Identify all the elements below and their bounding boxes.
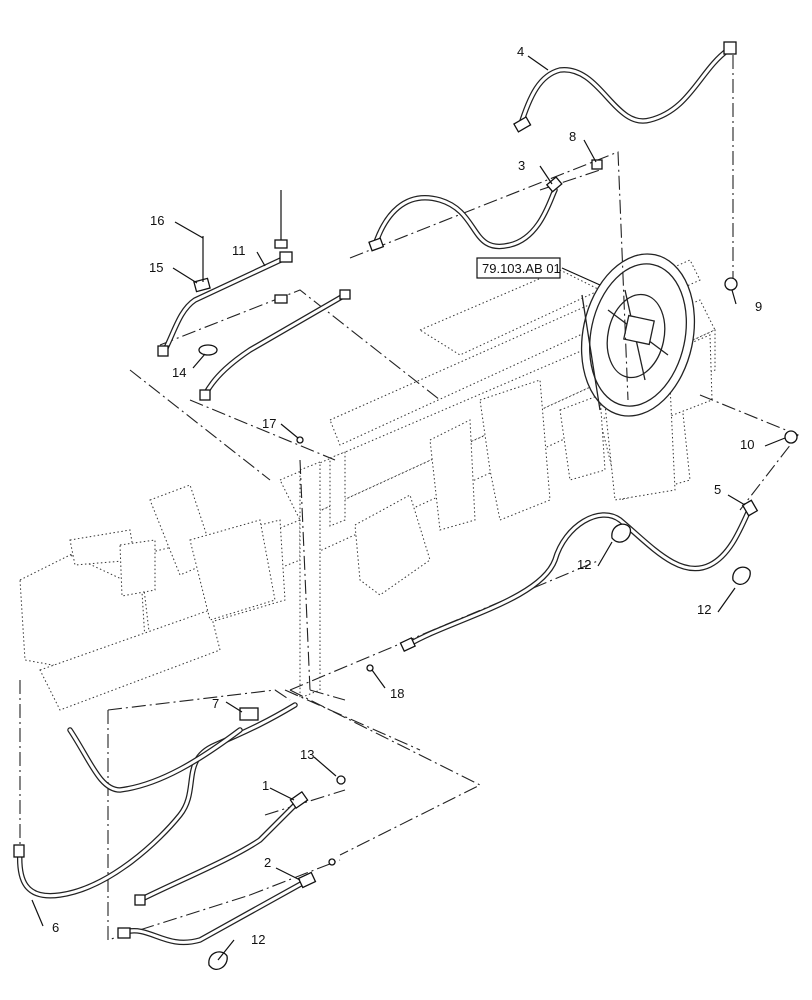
hose-reel <box>580 253 696 417</box>
callout-15: 15 <box>149 260 163 275</box>
clamp-12c <box>208 951 228 970</box>
callout-14: 14 <box>172 365 186 380</box>
callout-12-b: 12 <box>697 602 711 617</box>
callout-5: 5 <box>714 482 721 497</box>
callout-13: 13 <box>300 747 314 762</box>
callout-1: 1 <box>262 778 269 793</box>
fittings <box>13 41 798 970</box>
callout-12-a: 12 <box>577 557 591 572</box>
callout-2: 2 <box>264 855 271 870</box>
hose-2 <box>122 877 311 946</box>
callout-11: 11 <box>232 243 246 258</box>
callout-9: 9 <box>755 299 762 314</box>
callout-6: 6 <box>52 920 59 935</box>
hose-6 <box>16 702 298 899</box>
callout-12-c: 12 <box>251 932 265 947</box>
leader-lines <box>31 55 786 961</box>
callout-labels: 4 8 3 9 10 5 12 12 12 16 15 11 14 17 18 … <box>52 44 762 947</box>
callout-10: 10 <box>740 437 754 452</box>
callout-7: 7 <box>212 696 219 711</box>
callout-8: 8 <box>569 129 576 144</box>
reference-label: 79.103.AB 01 <box>482 261 561 276</box>
clamp-12b <box>732 566 751 585</box>
callout-17: 17 <box>262 416 276 431</box>
hose-upper-mid <box>202 292 348 398</box>
hose-5 <box>405 505 753 648</box>
callout-4: 4 <box>517 44 524 59</box>
callout-16: 16 <box>150 213 164 228</box>
reference-box: 79.103.AB 01 <box>476 257 561 279</box>
callout-3: 3 <box>518 158 525 173</box>
callout-18: 18 <box>390 686 404 701</box>
clamp-12a <box>611 523 632 543</box>
hoses <box>16 47 753 946</box>
